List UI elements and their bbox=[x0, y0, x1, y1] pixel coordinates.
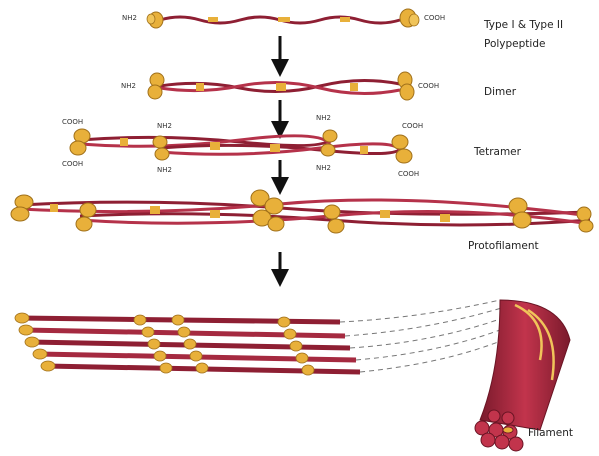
linker-segment bbox=[380, 210, 390, 218]
linker-segment bbox=[196, 83, 204, 91]
linker-segment bbox=[278, 17, 290, 22]
linker-segment bbox=[270, 144, 280, 152]
nh2-label: NH2 bbox=[157, 166, 172, 174]
terminal-domain-cluster bbox=[76, 203, 96, 231]
linker-segment bbox=[150, 206, 160, 214]
polypeptide-title-line1: Type I & Type II bbox=[483, 19, 563, 31]
filament-title: Filament bbox=[528, 427, 573, 439]
linker-segment bbox=[50, 204, 58, 212]
head-domain bbox=[70, 129, 90, 155]
polypeptide-stage: NH2 COOH bbox=[122, 9, 445, 28]
nh2-label: NH2 bbox=[316, 164, 331, 172]
nh2-label: NH2 bbox=[121, 82, 136, 90]
terminal-domain-cluster bbox=[11, 195, 33, 221]
linker-segment bbox=[210, 142, 220, 150]
linker-segment bbox=[276, 83, 286, 91]
cooh-label: COOH bbox=[62, 160, 83, 168]
linker-segment bbox=[440, 214, 450, 222]
linker-segment bbox=[340, 17, 350, 22]
dimer-title: Dimer bbox=[484, 86, 517, 98]
tail-domain bbox=[398, 72, 414, 100]
nh2-label: NH2 bbox=[122, 14, 137, 22]
linker-segment bbox=[120, 138, 128, 146]
head-domain bbox=[147, 12, 163, 28]
protofilament-title: Protofilament bbox=[468, 240, 539, 252]
cooh-label: COOH bbox=[62, 118, 83, 126]
filament-stage bbox=[15, 300, 570, 451]
linker-segment bbox=[210, 210, 220, 218]
tetramer-stage: COOH COOH NH2 NH2 NH2 NH2 COOH COOH bbox=[62, 114, 423, 178]
cooh-label: COOH bbox=[398, 170, 419, 178]
linker-segment bbox=[360, 146, 368, 154]
polypeptide-title-line2: Polypeptide bbox=[484, 38, 545, 50]
filament-end-marker bbox=[503, 427, 513, 433]
cooh-label: COOH bbox=[418, 82, 439, 90]
dimer-stage: NH2 COOH bbox=[121, 72, 439, 100]
tail-domain bbox=[392, 135, 412, 163]
linker-segment bbox=[208, 17, 218, 22]
cooh-label: COOH bbox=[402, 122, 423, 130]
nh2-label: NH2 bbox=[157, 122, 172, 130]
tetramer-title: Tetramer bbox=[473, 146, 522, 158]
linker-segment bbox=[350, 83, 358, 91]
terminal-domain-cluster bbox=[577, 207, 593, 232]
tail-domain bbox=[400, 9, 419, 27]
nh2-label: NH2 bbox=[316, 114, 331, 122]
cooh-label: COOH bbox=[424, 14, 445, 22]
protofilament-stage bbox=[11, 190, 593, 233]
terminal-domain-cluster bbox=[251, 190, 284, 231]
